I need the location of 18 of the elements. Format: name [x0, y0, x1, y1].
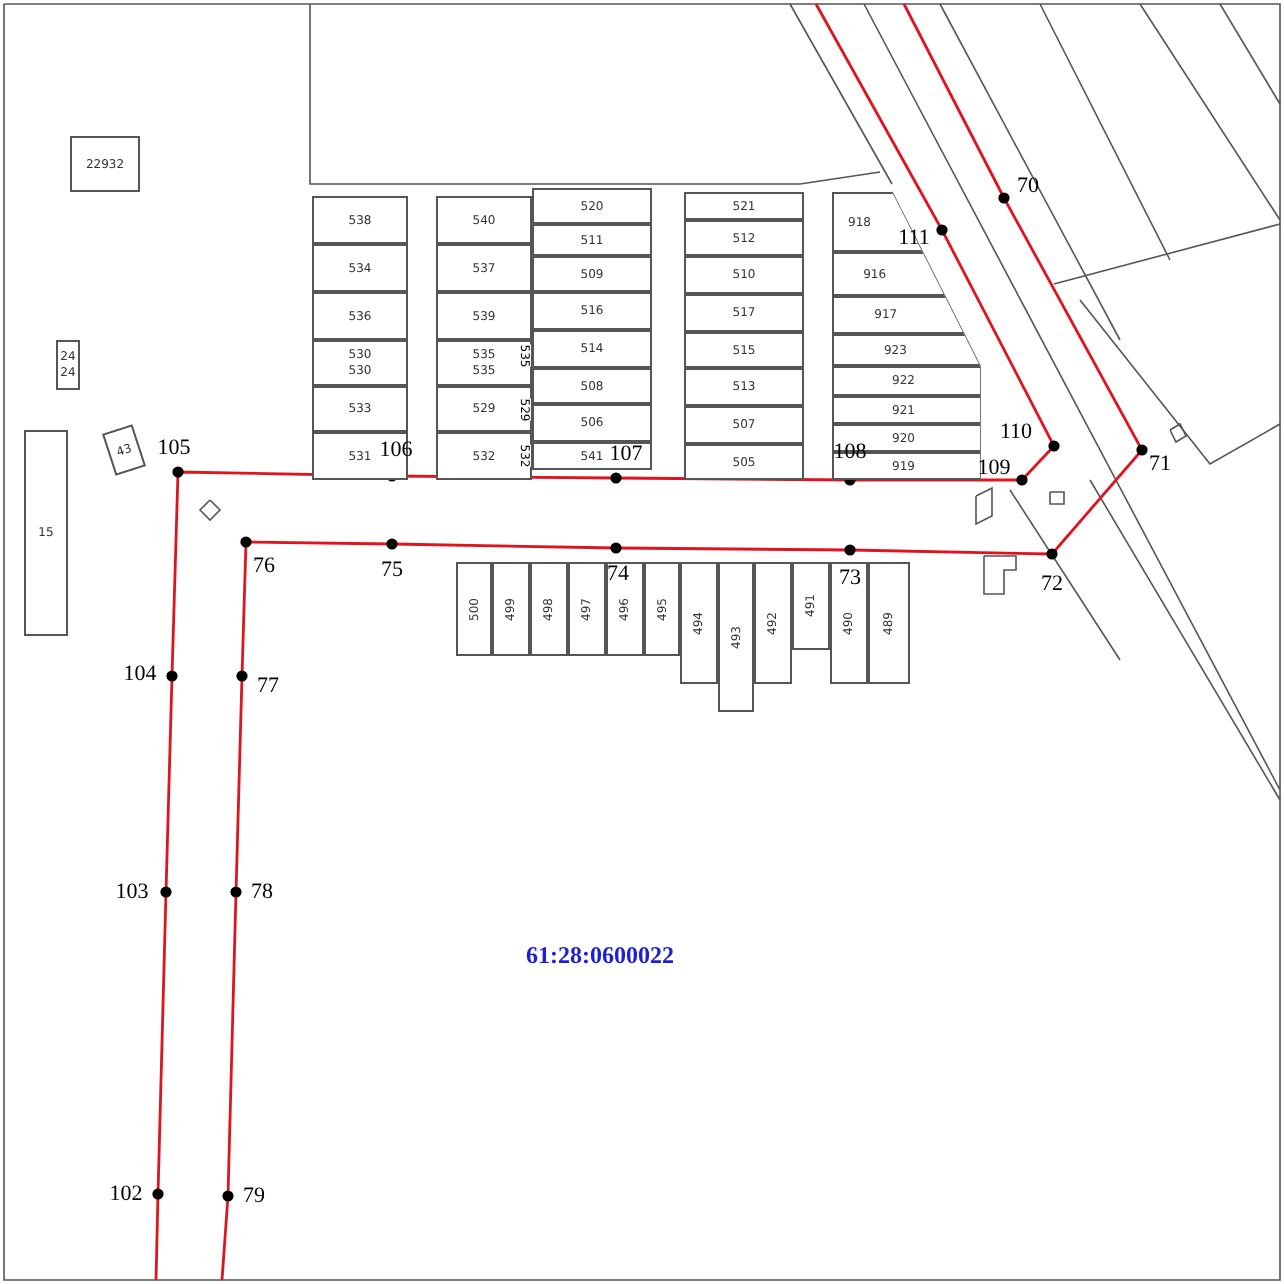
- point-number: 79: [243, 1184, 265, 1208]
- point-number: 71: [1149, 452, 1171, 476]
- point-number: 74: [607, 562, 629, 586]
- point-number: 102: [109, 1182, 143, 1206]
- point-number: 111: [898, 226, 930, 250]
- point-number: 103: [115, 880, 149, 904]
- point-number: 104: [123, 662, 157, 686]
- point-number: 77: [257, 674, 279, 698]
- point-number: 76: [253, 554, 275, 578]
- point-number: 110: [999, 420, 1033, 444]
- point-number: 72: [1041, 572, 1063, 596]
- point-number: 70: [1017, 174, 1039, 198]
- point-number: 75: [381, 558, 403, 582]
- point-number: 78: [251, 880, 273, 904]
- point-number: 73: [839, 566, 861, 590]
- point-number: 105: [157, 436, 191, 460]
- point-number: 107: [609, 442, 643, 466]
- cadastral-number: 61:28:0600022: [526, 941, 674, 971]
